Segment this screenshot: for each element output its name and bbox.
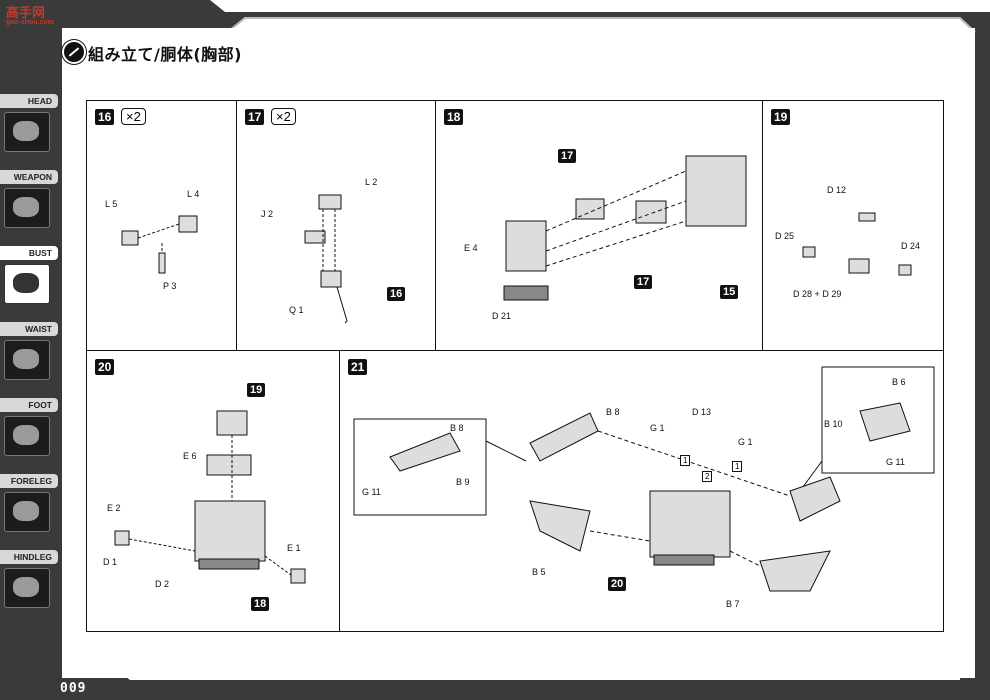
part-label: E 2 [107,503,121,513]
part-label: L 4 [187,189,200,199]
sidebar-item-head[interactable]: HEAD [0,94,58,152]
step-21-panel: 21 B 8 G 11 B 9 B 8 G 1 D 13 G 1 B 6 B 1… [339,350,944,632]
watermark-logo: 高手网 gao-shou.com [6,2,54,26]
part-label: B 8 [450,423,464,433]
step-reference: 19 [247,383,266,397]
section-title-bar: 組み立て/胴体(胸部) [58,38,268,64]
watermark-url: gao-shou.com [6,19,54,26]
sidebar-item-label: FOOT [0,398,58,412]
page-number: 009 [60,681,87,696]
step-18-panel: 18 E 4 D 21 17 17 15 [435,100,764,352]
step-substep: 1 [680,455,691,466]
part-diagram [121,215,198,274]
part-label: E 6 [183,451,197,461]
part-label: G 1 [650,423,665,433]
sidebar-item-label: WEAPON [0,170,58,184]
part-diagram [503,155,747,301]
part-label: D 12 [827,185,847,195]
step-substep: 2 [702,471,713,482]
multiplier-badge: ×2 [121,108,146,125]
sidebar-item-foot[interactable]: FOOT [0,398,58,456]
sidebar-item-label: HEAD [0,94,58,108]
sidebar-item-weapon[interactable]: WEAPON [0,170,58,228]
sidebar-item-label: FORELEG [0,474,58,488]
part-label: B 9 [456,477,470,487]
foot-thumbnail-icon [4,416,50,456]
part-label: D 28 + D 29 [793,289,842,299]
head-thumbnail-icon [4,112,50,152]
part-label: D 21 [492,311,512,321]
sidebar-item-hindleg[interactable]: HINDLEG [0,550,58,608]
step-number: 18 [444,109,464,125]
multiplier-badge: ×2 [271,108,296,125]
part-label: P 3 [163,281,177,291]
part-label: E 4 [464,243,478,253]
waist-thumbnail-icon [4,340,50,380]
part-label: D 13 [692,407,712,417]
sidebar-item-label: WAIST [0,322,58,336]
step-17-panel: 17 ×2 L 2 J 2 Q 1 16 [236,100,436,352]
part-label: D 2 [155,579,170,589]
part-label: J 2 [261,209,274,219]
step-16-panel: 16 ×2 L 5 L 4 P 3 [86,100,238,352]
part-label: G 11 [886,457,905,467]
step-number: 16 [95,109,115,125]
foreleg-thumbnail-icon [4,492,50,532]
sidebar-item-bust[interactable]: BUST [0,246,58,304]
hindleg-thumbnail-icon [4,568,50,608]
step-number: 19 [771,109,791,125]
part-label: D 24 [901,241,921,251]
step-reference: 15 [720,285,739,299]
part-label: L 2 [365,177,378,187]
bust-thumbnail-icon [4,264,50,304]
part-diagram [802,212,912,276]
part-label: B 5 [532,567,546,577]
step-reference: 18 [251,597,270,611]
sidebar: HEAD WEAPON BUST WAIST FOOT FORELEG HIND… [0,60,62,660]
sidebar-item-label: HINDLEG [0,550,58,564]
part-label: B 8 [606,407,620,417]
part-label: E 1 [287,543,301,553]
step-number: 21 [348,359,368,375]
part-label: Q 1 [289,305,304,315]
sidebar-item-waist[interactable]: WAIST [0,322,58,380]
step-reference: 17 [558,149,577,163]
page-title: 組み立て/胴体(胸部) [88,45,242,64]
step-19-panel: 19 D 12 D 25 D 24 D 28 + D 29 [762,100,944,352]
wrench-icon [62,40,86,64]
sidebar-item-foreleg[interactable]: FORELEG [0,474,58,532]
part-label: G 1 [738,437,753,447]
step-reference: 20 [608,577,627,591]
step-reference: 16 [387,287,406,301]
part-diagram [114,410,306,584]
part-label: B 10 [824,419,843,429]
part-label: G 11 [362,487,381,497]
step-substep: 1 [732,461,743,472]
part-label: D 1 [103,557,118,567]
part-label: B 7 [726,599,740,609]
step-reference: 17 [634,275,653,289]
part-label: L 5 [105,199,118,209]
part-label: B 6 [892,377,906,387]
part-diagram [304,194,348,324]
step-20-panel: 20 E 6 E 2 D 1 D 2 E 1 19 18 [86,350,341,632]
weapon-thumbnail-icon [4,188,50,228]
sidebar-item-label: BUST [0,246,58,260]
watermark-text: 高手网 [6,5,46,20]
step-number: 20 [95,359,115,375]
part-diagram [353,366,935,592]
part-label: D 25 [775,231,795,241]
step-number: 17 [245,109,265,125]
